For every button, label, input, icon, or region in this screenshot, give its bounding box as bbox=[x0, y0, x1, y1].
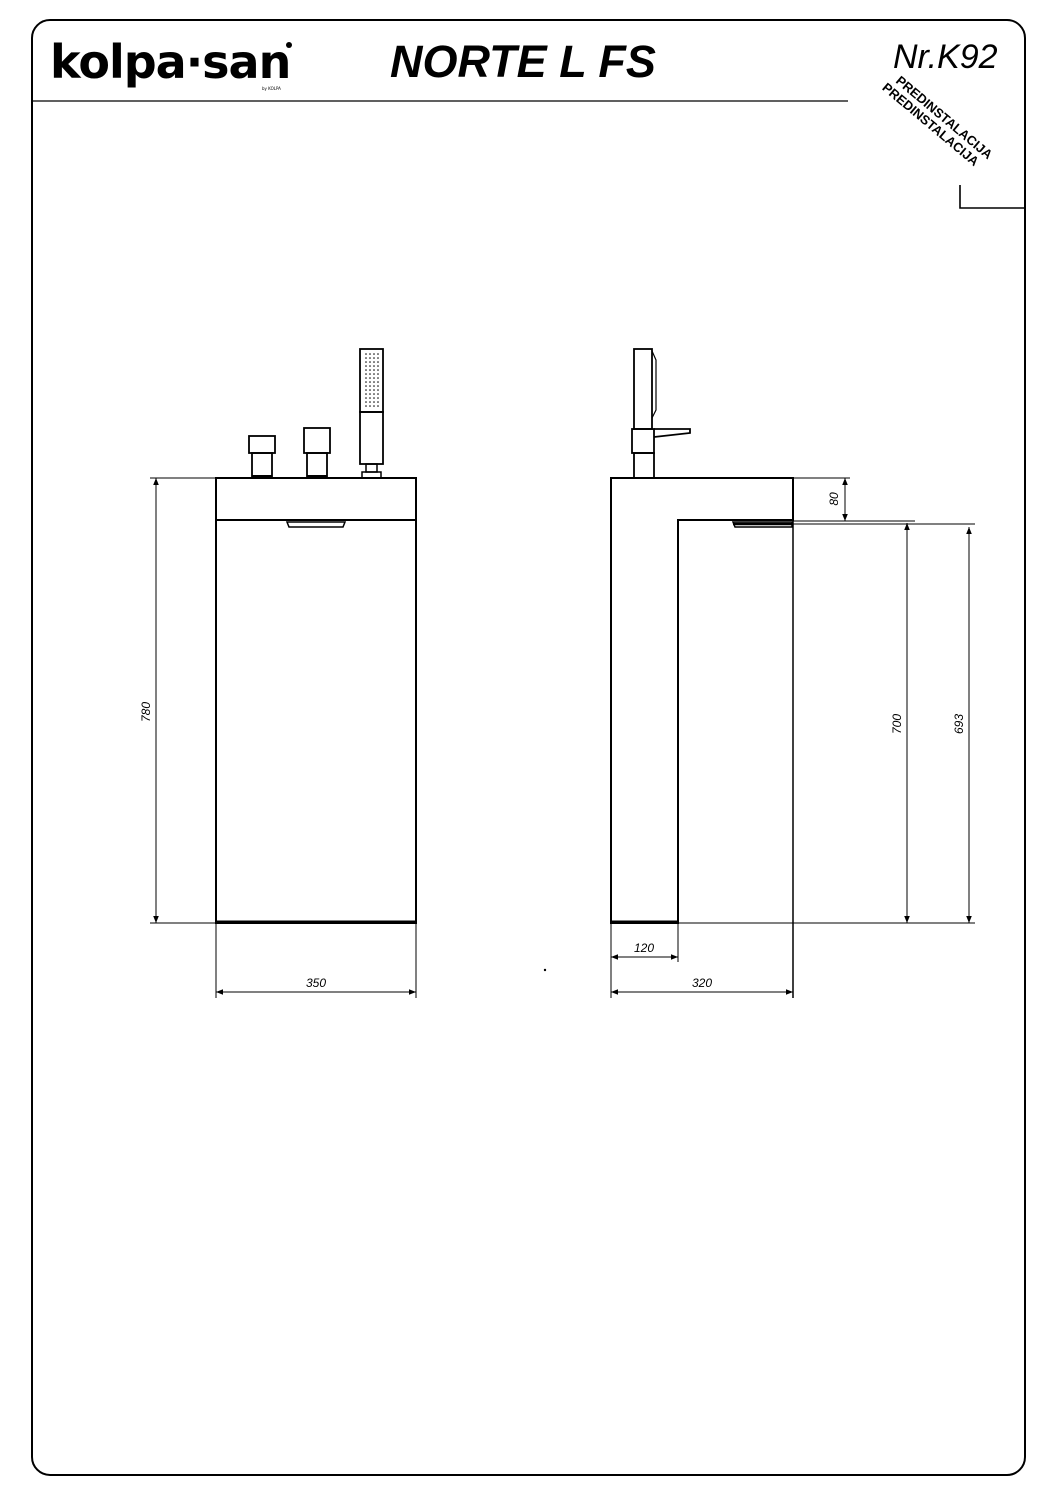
svg-text:PREDINSTALACIJA: PREDINSTALACIJA bbox=[879, 80, 982, 170]
dim-693: 693 bbox=[952, 714, 966, 734]
side-view: 80 700 693 120 320 bbox=[610, 348, 975, 998]
stray-dot bbox=[543, 968, 547, 972]
preinstallation-stamp: PREDINSTALACIJA PREDINSTALACIJA bbox=[879, 73, 996, 170]
side-body bbox=[610, 477, 794, 924]
side-spout bbox=[731, 521, 793, 528]
hand-shower bbox=[359, 348, 384, 479]
dim-350: 350 bbox=[306, 976, 326, 990]
brand-logo: kolpa·san by KOLPA bbox=[50, 35, 292, 91]
front-handle-right bbox=[303, 427, 331, 479]
product-title: NORTE L FS bbox=[390, 36, 656, 87]
svg-text:by KOLPA: by KOLPA bbox=[262, 86, 281, 91]
side-shower-handle bbox=[631, 348, 691, 479]
front-body bbox=[215, 477, 417, 924]
model-number: Nr.K92 bbox=[893, 38, 998, 76]
stamp-frame bbox=[959, 185, 1025, 209]
front-view: 780 350 bbox=[139, 348, 417, 998]
dim-120: 120 bbox=[634, 941, 654, 955]
front-spout bbox=[285, 521, 347, 528]
dim-320: 320 bbox=[692, 976, 712, 990]
svg-text:PREDINSTALACIJA: PREDINSTALACIJA bbox=[893, 73, 996, 163]
dim-80: 80 bbox=[827, 492, 841, 506]
svg-text:kolpa·san: kolpa·san bbox=[50, 35, 290, 89]
dim-700: 700 bbox=[890, 714, 904, 734]
sheet-border bbox=[31, 19, 1026, 1476]
front-handle-left bbox=[248, 435, 276, 479]
dim-780: 780 bbox=[139, 702, 153, 722]
